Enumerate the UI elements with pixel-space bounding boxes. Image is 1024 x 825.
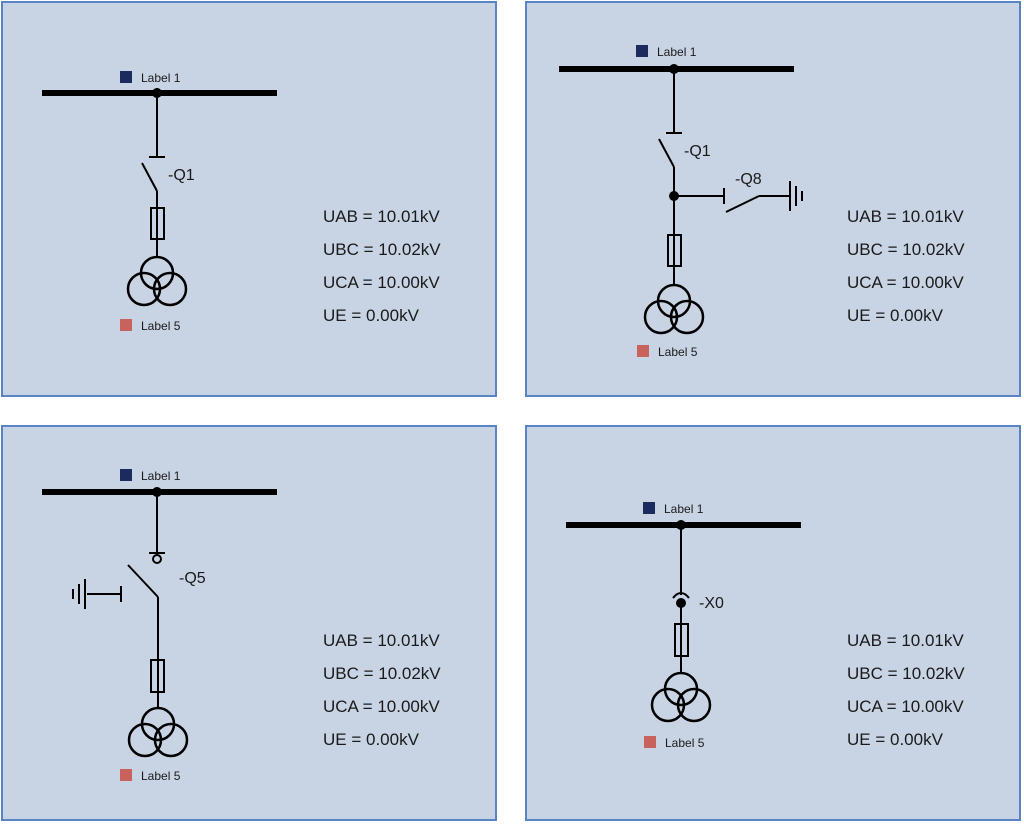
- transformer-winding: [643, 299, 679, 335]
- device-label: -X0: [699, 595, 724, 612]
- feeder-panel-3: Label 1 -Q5 Label 5 UAB = 10.01kV UBC = …: [1, 425, 497, 821]
- voltage-readings: UAB = 10.01kV UBC = 10.02kV UCA = 10.00k…: [323, 207, 441, 339]
- feeder-panel-1: Label 1 -Q1 Label 5 UAB = 10.01kV UBC = …: [1, 1, 497, 397]
- voltage-readings: UAB = 10.01kV UBC = 10.02kV UCA = 10.00k…: [323, 631, 441, 763]
- busbar-label: Label 1: [141, 71, 181, 85]
- single-line-diagram: Label 1 -Q5 Label 5: [42, 469, 277, 783]
- reading-uca: UCA = 10.00kV: [323, 273, 440, 292]
- transformer-winding: [127, 722, 163, 758]
- transformer-label: Label 5: [658, 345, 698, 359]
- voltage-readings: UAB = 10.01kV UBC = 10.02kV UCA = 10.00k…: [847, 207, 965, 339]
- voltage-readings: UAB = 10.01kV UBC = 10.02kV UCA = 10.00k…: [847, 631, 965, 763]
- reading-uab: UAB = 10.01kV: [323, 631, 440, 650]
- reading-uab: UAB = 10.01kV: [847, 631, 964, 650]
- reading-ubc: UBC = 10.02kV: [847, 664, 965, 683]
- earth-switch-blade: [725, 195, 760, 213]
- label1-marker: [636, 45, 648, 57]
- reading-ubc: UBC = 10.02kV: [323, 240, 441, 259]
- label1-marker: [643, 502, 655, 514]
- switch-blade: [127, 564, 159, 598]
- reading-uab: UAB = 10.01kV: [847, 207, 964, 226]
- reading-ue: UE = 0.00kV: [847, 306, 943, 325]
- label5-marker: [120, 319, 132, 331]
- reading-ubc: UBC = 10.02kV: [323, 664, 441, 683]
- device-label: -Q5: [179, 570, 206, 587]
- reading-uca: UCA = 10.00kV: [847, 273, 964, 292]
- reading-ue: UE = 0.00kV: [847, 730, 943, 749]
- reading-ue: UE = 0.00kV: [323, 730, 419, 749]
- label1-marker: [120, 71, 132, 83]
- busbar-label: Label 1: [664, 502, 704, 516]
- transformer-winding: [153, 722, 189, 758]
- single-line-diagram: Label 1 -X0 Label 5: [566, 502, 801, 750]
- single-line-diagram: Label 1 -Q1 Label 5: [42, 71, 277, 333]
- transformer-label: Label 5: [665, 736, 705, 750]
- transformer-winding: [676, 687, 712, 723]
- transformer-label: Label 5: [141, 769, 181, 783]
- transformer-label: Label 5: [141, 319, 181, 333]
- switch-blade: [658, 138, 675, 168]
- busbar-label: Label 1: [657, 45, 697, 59]
- label5-marker: [637, 345, 649, 357]
- device-label: -Q1: [168, 167, 195, 184]
- label1-marker: [120, 469, 132, 481]
- reading-uca: UCA = 10.00kV: [323, 697, 440, 716]
- transformer-winding: [650, 687, 686, 723]
- single-line-diagram: Label 1 -Q1 -Q8 Label 5: [559, 45, 803, 359]
- transformer-winding: [669, 299, 705, 335]
- device-label: -Q1: [684, 143, 711, 160]
- plug-socket: [672, 592, 690, 599]
- transformer-winding: [152, 271, 188, 307]
- reading-ue: UE = 0.00kV: [323, 306, 419, 325]
- feeder-panel-2: Label 1 -Q1 -Q8 Label 5 UAB = 10.01kV UB…: [525, 1, 1021, 397]
- disconnector-contact: [152, 554, 162, 564]
- label5-marker: [120, 769, 132, 781]
- earth-switch-label: -Q8: [735, 171, 762, 188]
- reading-uab: UAB = 10.01kV: [323, 207, 440, 226]
- transformer-winding: [126, 271, 162, 307]
- switch-blade: [141, 162, 158, 192]
- busbar-label: Label 1: [141, 469, 181, 483]
- label5-marker: [644, 736, 656, 748]
- reading-ubc: UBC = 10.02kV: [847, 240, 965, 259]
- feeder-panel-4: Label 1 -X0 Label 5 UAB = 10.01kV UBC = …: [525, 425, 1021, 821]
- reading-uca: UCA = 10.00kV: [847, 697, 964, 716]
